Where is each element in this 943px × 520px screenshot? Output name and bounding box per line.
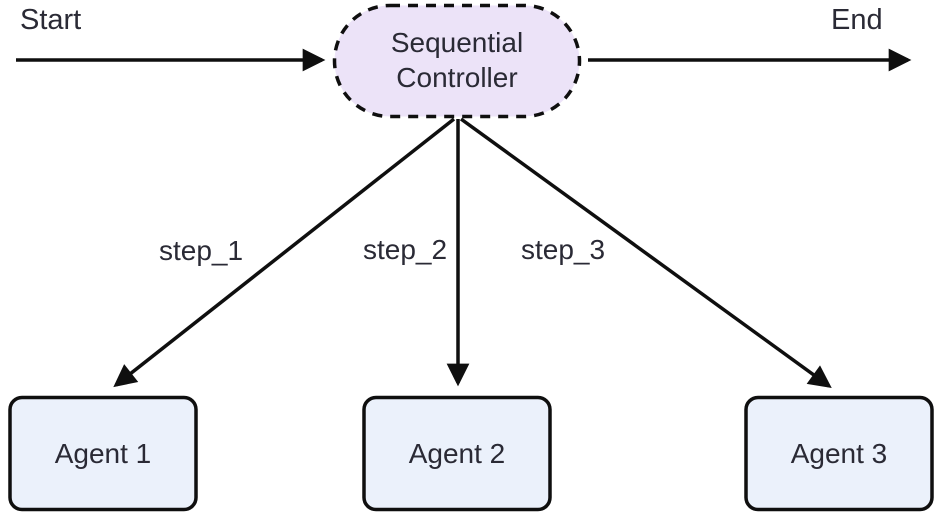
edge-label-step-1: step_1 bbox=[158, 235, 244, 266]
edge-label-step-2: step_2 bbox=[362, 234, 448, 265]
agent-2-node bbox=[362, 395, 552, 512]
start-label: Start bbox=[20, 4, 82, 36]
agent-3-label: Agent 3 bbox=[790, 438, 888, 469]
agent-2-label: Agent 2 bbox=[408, 438, 506, 469]
edge-step-1 bbox=[113, 117, 456, 388]
agent-1-node bbox=[8, 395, 198, 512]
edge-step-3 bbox=[459, 117, 832, 389]
agent-3-node bbox=[744, 395, 934, 512]
sequential-controller-node bbox=[332, 3, 582, 119]
edge-label-step-3: step_3 bbox=[520, 234, 606, 265]
agent-1-label: Agent 1 bbox=[54, 438, 152, 469]
sequential-controller-label: Sequential Controller bbox=[390, 27, 524, 93]
end-label: End bbox=[831, 4, 883, 36]
